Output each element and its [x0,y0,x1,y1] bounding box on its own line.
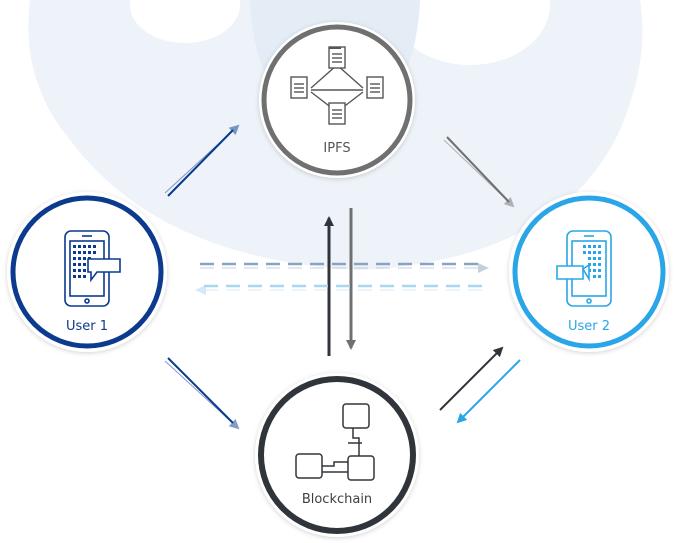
dashed-arrow-user2-to-user1 [195,284,482,295]
document-icon-right [366,76,384,99]
document-icon-left [290,76,308,99]
phone-send-message-icon [64,230,121,307]
arrow-user1-to-blockchain [164,357,240,430]
document-network-icon [290,46,384,125]
user1-label: User 1 [66,319,108,334]
user2-label: User 2 [568,319,610,334]
arrow-user2-to-blockchain [456,359,521,424]
linked-blocks-icon [295,403,375,481]
dashed-arrow-user1-to-user2 [200,262,489,273]
ipfs-label: IPFS [323,141,350,156]
node-user2[interactable]: User 2 [509,192,669,352]
node-user1[interactable]: User 1 [7,192,167,352]
arrow-ipfs-to-user2 [443,136,515,208]
document-icon-top [328,46,346,69]
arrows [164,124,521,430]
arrow-blockchain-to-user2 [439,346,504,411]
node-ipfs[interactable]: IPFS [259,22,415,178]
blockchain-label: Blockchain [302,492,372,507]
phone-receive-message-icon [556,230,612,307]
arrow-user1-to-ipfs [164,124,240,197]
document-icon-bottom [328,102,346,125]
node-blockchain[interactable]: Blockchain [255,373,419,537]
